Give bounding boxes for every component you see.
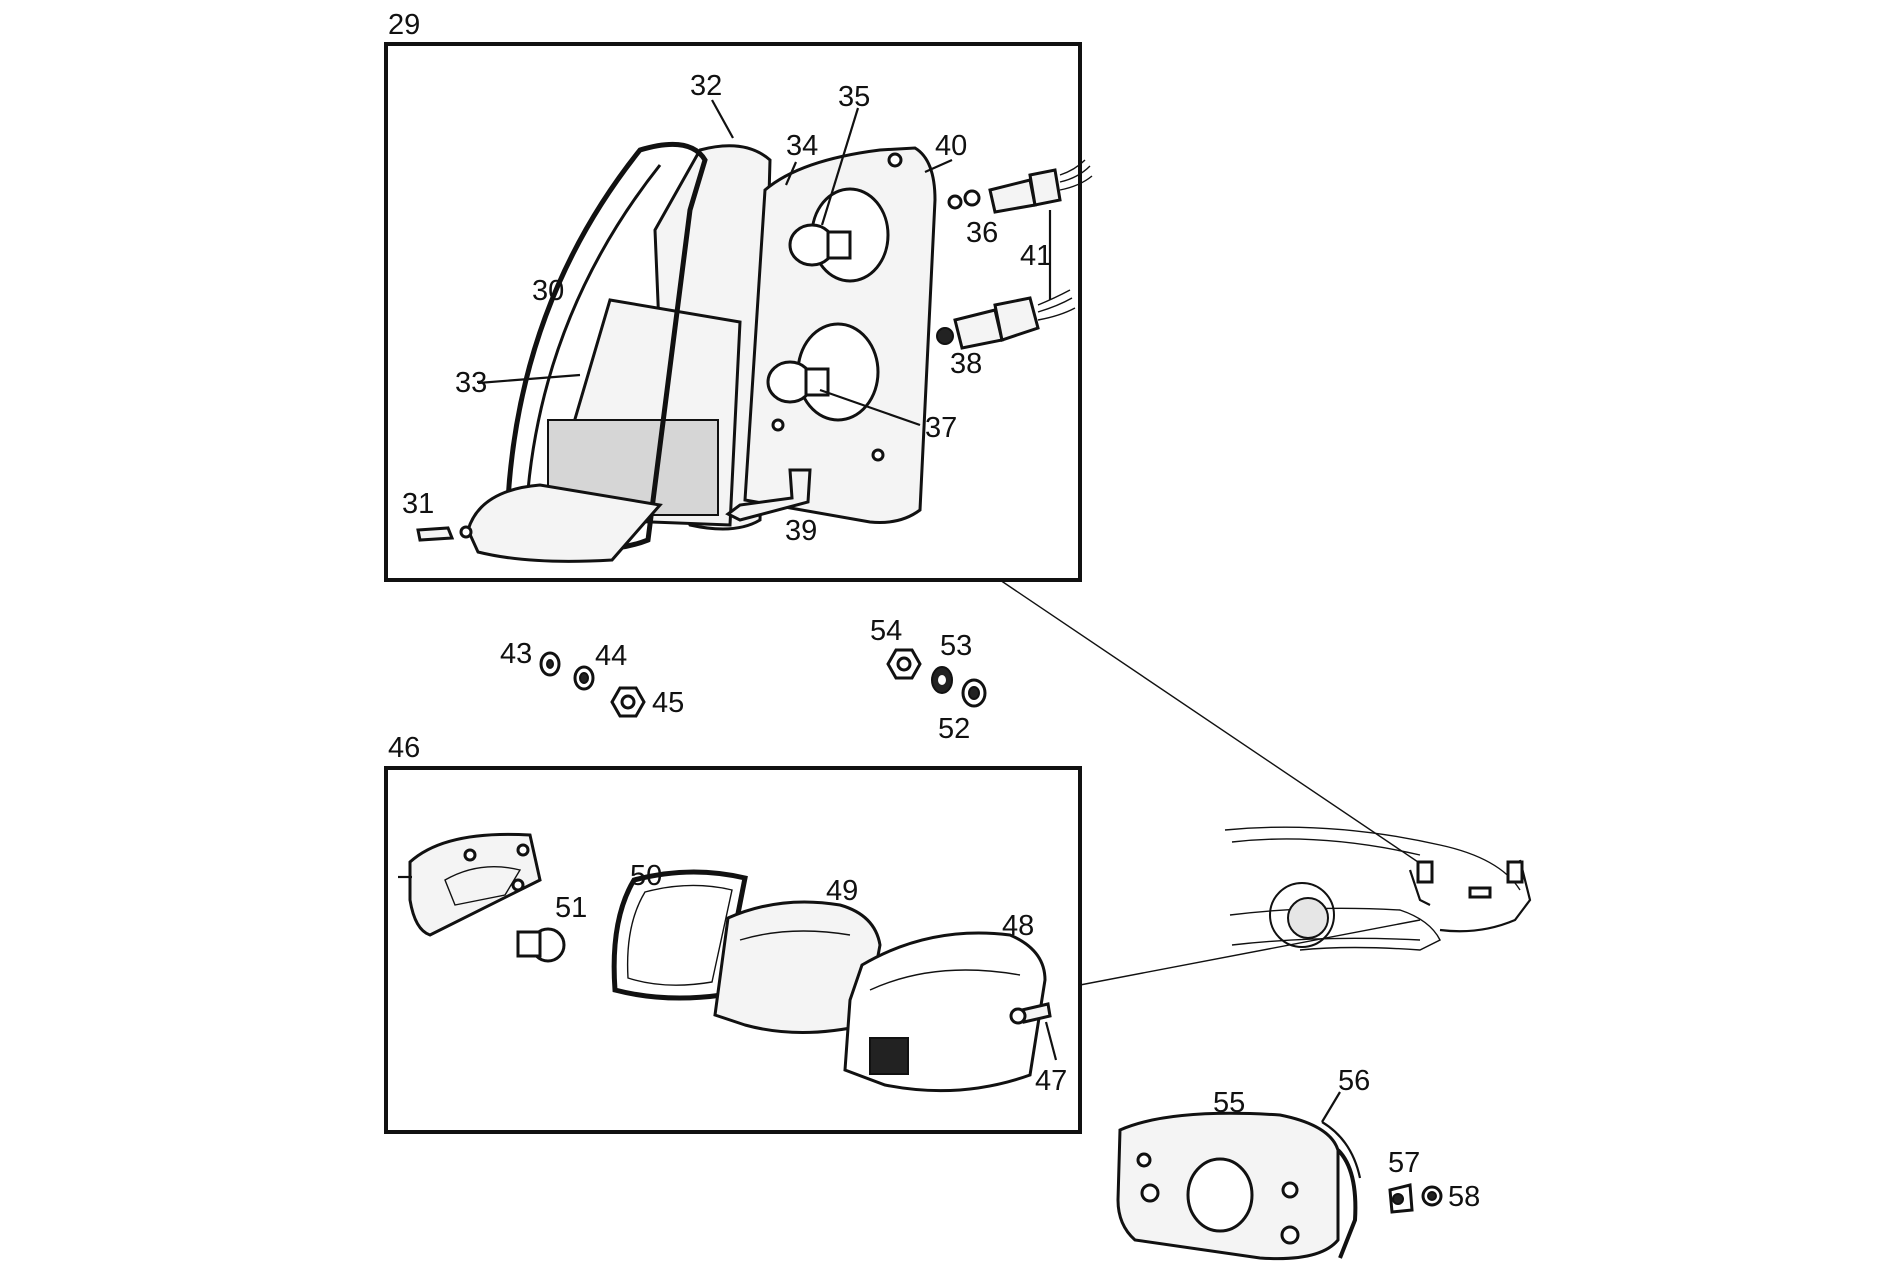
- group-29-frame: [384, 42, 1082, 582]
- label-46: 46: [388, 732, 420, 764]
- label-47: 47: [1035, 1065, 1067, 1097]
- label-55: 55: [1213, 1087, 1245, 1119]
- lamp-base: [466, 483, 663, 563]
- number-plate-lamp: [398, 832, 1058, 1093]
- washer-43: [539, 651, 561, 677]
- label-44: 44: [595, 640, 627, 672]
- bracket-39: [725, 468, 812, 522]
- washer-44: [573, 665, 595, 691]
- car-rear-sketch: [1224, 826, 1532, 951]
- lens-49: [713, 900, 882, 1034]
- washer-57: [1388, 1183, 1414, 1214]
- group-46-frame: [384, 766, 1082, 1134]
- label-50: 50: [630, 860, 662, 892]
- cover-slot: [869, 1037, 909, 1075]
- screw-31: [416, 526, 455, 542]
- label-54: 54: [870, 615, 902, 647]
- nut-54: [886, 648, 922, 680]
- label-45: 45: [652, 687, 684, 719]
- label-53: 53: [940, 630, 972, 662]
- label-57: 57: [1388, 1147, 1420, 1179]
- label-43: 43: [500, 638, 532, 670]
- washer-53: [931, 666, 953, 694]
- label-58: 58: [1448, 1181, 1480, 1213]
- label-35: 35: [838, 81, 870, 113]
- washer-52: [961, 678, 987, 708]
- socket-lower: [936, 289, 1076, 350]
- label-33: 33: [455, 367, 487, 399]
- label-40: 40: [935, 130, 967, 162]
- label-56: 56: [1338, 1065, 1370, 1097]
- label-52: 52: [938, 713, 970, 745]
- label-41: 41: [1020, 240, 1052, 272]
- nut-58: [1421, 1185, 1443, 1207]
- gasket-56: [1321, 1121, 1362, 1259]
- label-29: 29: [388, 9, 420, 41]
- label-36: 36: [966, 217, 998, 249]
- rear-lamp-assembly: [416, 99, 1093, 563]
- label-48: 48: [1002, 910, 1034, 942]
- label-34: 34: [786, 130, 818, 162]
- lamp-base-plate: [408, 832, 542, 937]
- label-49: 49: [826, 875, 858, 907]
- nut-45: [610, 686, 646, 718]
- label-37: 37: [925, 412, 957, 444]
- label-32: 32: [690, 70, 722, 102]
- label-39: 39: [785, 515, 817, 547]
- socket-upper: [947, 159, 1093, 214]
- reflector-housing-55: [1116, 1111, 1340, 1261]
- label-51: 51: [555, 892, 587, 924]
- label-30: 30: [532, 275, 564, 307]
- label-31: 31: [402, 488, 434, 520]
- gasket-50: [611, 869, 748, 1001]
- label-38: 38: [950, 348, 982, 380]
